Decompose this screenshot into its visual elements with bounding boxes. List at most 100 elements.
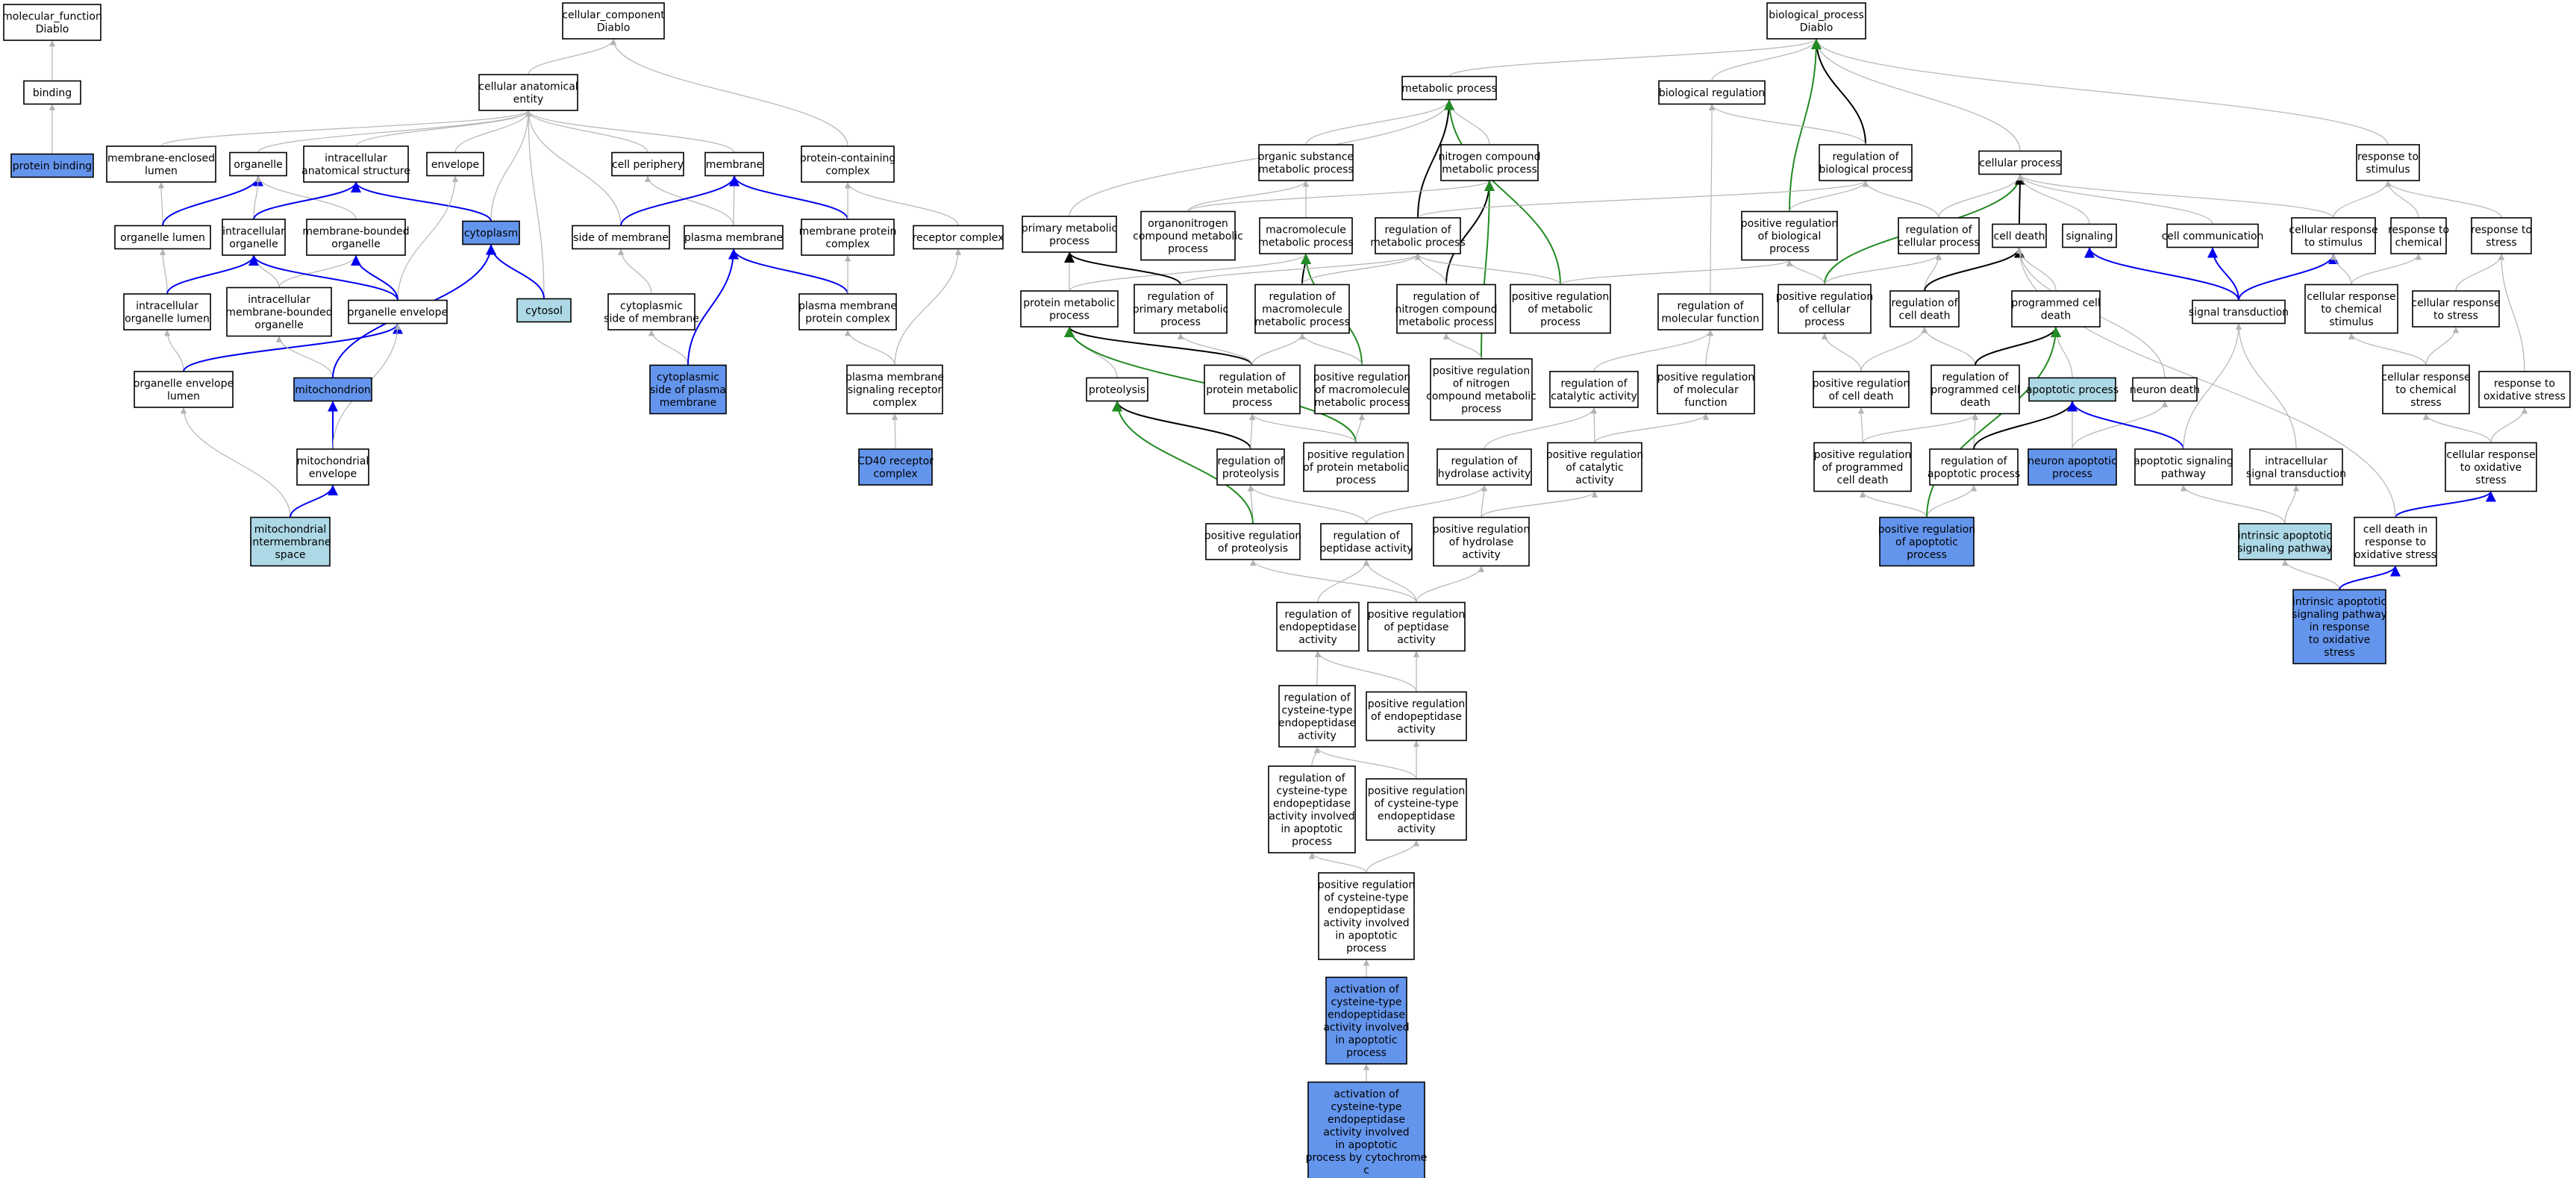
go-term-label: organelle envelope [348,307,448,319]
go-term-label-line: process [1346,1047,1387,1059]
go-term-box [2304,283,2398,334]
go-term-label-line: receptor complex [913,232,1004,244]
edge-rpa-to-rproteol [1247,484,1367,524]
go-term-box [1437,448,1532,486]
go-term-label-line: chemical [2395,237,2442,249]
go-term-box [1216,448,1285,486]
go-term-label-line: regulation of [1384,225,1451,236]
go-term-label-line: process [1160,316,1201,328]
edge-proteolysis-to-protmp [1066,326,1118,378]
edge-olumen-to-organelle [162,175,263,226]
edge-rbp-to-bioreg [1708,104,1866,145]
go-term-envelope: envelope [426,151,484,177]
edge-cae-to-cc [528,38,617,75]
go-term-label-line: proteolysis [1089,384,1145,396]
go-term-box [1134,283,1228,334]
edge-celldeath-to-cellproc [2014,174,2025,225]
go-term-label-line: plasma membrane [845,372,944,383]
go-term-label-line: cell death [1899,310,1951,322]
go-term-proteolysis: proteolysis [1086,377,1148,402]
edge-prpa-to-prproteol [1249,559,1417,603]
go-term-label-line: intracellular [325,153,387,165]
edge-iorg-to-ias [253,181,361,220]
go-term-label-line: complex [825,239,869,251]
go-term-box [2192,299,2286,325]
edge-mpc-to-membrane [729,175,848,220]
go-term-label-line: process [1769,243,1810,255]
go-term-box [1366,691,1467,742]
go-term-label-line: endopeptidase [1328,905,1405,917]
go-term-label-line: side of plasma [650,384,726,396]
edge-cellcomm-to-cellproc [2016,174,2213,225]
go-term-label: side of membrane [573,232,669,244]
go-term-label-line: nitrogen compound [1438,151,1540,163]
go-term-label-line: cellular anatomical [478,81,578,93]
go-term-sigtrans: signal transduction [2189,299,2289,325]
go-term-label-line: molecular function [1661,313,1759,325]
go-term-label-line: of endopeptidase [1371,711,1462,723]
go-term-label-line: positive regulation [1368,609,1465,621]
edge-recc-to-pcc [844,181,959,226]
go-term-label-line: protein binding [13,160,92,172]
edge-pmsrc-to-recc [894,248,962,366]
edge-crtos-to-rtos [2490,407,2528,443]
edge-pcc-to-cc [610,38,848,147]
go-term-box [10,153,94,178]
go-term-label: cellular process [1979,157,2060,169]
go-term-label-line: stress [2410,397,2441,409]
go-term-label-line: in apoptotic [1335,1035,1397,1047]
go-term-box [229,151,287,177]
go-term-pmem: plasma membrane [684,225,784,250]
go-term-oenv: organelle envelope [348,299,448,325]
edge-mito-to-imbo [275,336,334,378]
edge-ias-to-cae [355,110,532,147]
edge-crcs-to-rtc [2351,253,2422,285]
go-term-box [1318,872,1415,960]
go-term-label-line: cytosol [525,305,563,317]
go-term-label-line: CD40 receptor [857,456,934,468]
go-term-box [607,293,695,330]
go-term-label-line: cellular response [2446,449,2535,461]
edge-pmsrc-to-pmpc [844,329,895,366]
go-term-label-line: regulation of [1219,372,1286,383]
go-term-label-line: in apoptotic [1281,824,1342,836]
edge-prbp-to-bp [1789,38,1822,212]
go-term-label: proteolysis [1089,384,1145,396]
go-term-label-line: regulation of [1832,151,1899,163]
go-term-label-line: intracellular [222,226,285,238]
go-term-label-line: of cysteine-type [1374,798,1458,810]
edge-rmp-to-rbp [1417,180,1869,219]
edge-rpmp-to-protmp [1064,326,1253,366]
go-term-label: receptor complex [913,232,1004,244]
go-term-box [1307,1081,1425,1178]
go-term-label-line: programmed cell [2011,298,2100,310]
go-term-label-line: anatomical structure [301,166,410,178]
edge-membrane-to-cae [525,110,735,153]
